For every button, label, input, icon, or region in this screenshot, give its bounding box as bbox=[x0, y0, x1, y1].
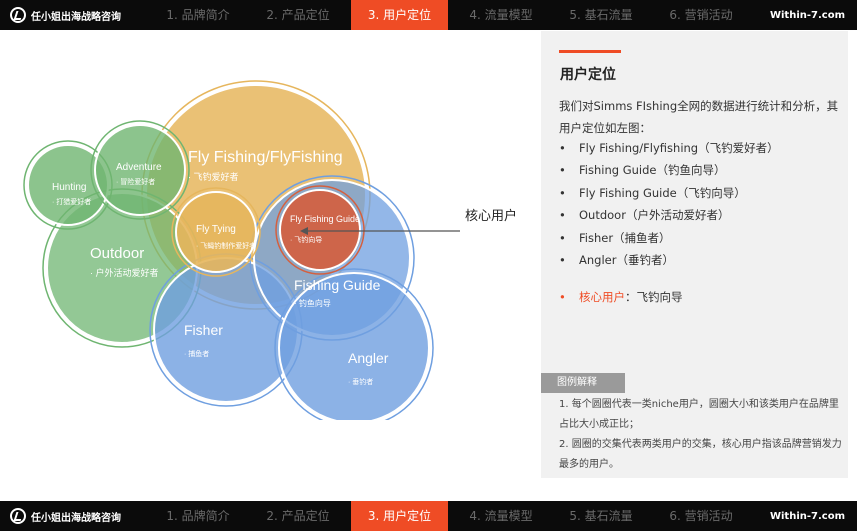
site-link[interactable]: Within-7.com bbox=[769, 510, 845, 522]
tab-traffic-model[interactable]: 4. 流量模型 bbox=[469, 8, 533, 22]
sublabel-fisher: · 捕鱼者 bbox=[184, 349, 209, 358]
legend-line-2: 2. 圆圈的交集代表两类用户的交集，核心用户指该品牌营销发力最多的用户。 bbox=[559, 439, 842, 470]
label-angler: Angler bbox=[348, 350, 389, 366]
sublabel-adventure: · 冒险爱好者 bbox=[116, 177, 155, 186]
brand-name: 任小姐出海战略咨询 bbox=[31, 512, 121, 524]
title-accent-bar bbox=[559, 50, 621, 53]
bottom-nav-bar: 任小姐出海战略咨询 1. 品牌简介 2. 产品定位 3. 用户定位 4. 流量模… bbox=[0, 501, 857, 531]
label-fisher: Fisher bbox=[184, 322, 223, 338]
legend-tag: 图例解释 bbox=[541, 373, 625, 393]
sublabel-angler: · 垂钓者 bbox=[348, 377, 373, 386]
core-user-value: ：飞钓向导 bbox=[625, 290, 683, 304]
list-item: Outdoor（户外活动爱好者） bbox=[559, 204, 779, 226]
label-fly-tying: Fly Tying bbox=[196, 224, 236, 235]
tab-product-positioning[interactable]: 2. 产品定位 bbox=[266, 509, 330, 523]
tab-traffic-model[interactable]: 4. 流量模型 bbox=[469, 509, 533, 523]
tab-marketing-campaign[interactable]: 6. 营销活动 bbox=[669, 8, 733, 22]
bullet-icon: • bbox=[559, 290, 566, 304]
tab-brand-intro[interactable]: 1. 品牌简介 bbox=[166, 509, 230, 523]
core-user-key: 核心用户 bbox=[579, 290, 625, 304]
tab-marketing-campaign[interactable]: 6. 营销活动 bbox=[669, 509, 733, 523]
list-item: Fly Fishing Guide（飞钓向导） bbox=[559, 182, 779, 204]
tab-product-positioning[interactable]: 2. 产品定位 bbox=[266, 8, 330, 22]
top-nav-bar: 任小姐出海战略咨询 1. 品牌简介 2. 产品定位 3. 用户定位 4. 流量模… bbox=[0, 0, 857, 30]
legend-text: 1. 每个圆圈代表一类niche用户，圆圈大小和该类用户在品牌里占比大小成正比；… bbox=[559, 395, 843, 475]
circle-angler bbox=[278, 272, 430, 420]
circle-fly-fishing-guide-ring bbox=[275, 185, 365, 275]
sublabel-fly-fishing-guide: · 飞钓向导 bbox=[290, 235, 322, 244]
circle-adventure-ring bbox=[90, 120, 190, 220]
label-outdoor: Outdoor bbox=[90, 245, 144, 262]
section-tabs: 1. 品牌简介 2. 产品定位 3. 用户定位 4. 流量模型 5. 基石流量 … bbox=[148, 0, 751, 30]
circle-fly-tying bbox=[175, 191, 257, 273]
brand[interactable]: 任小姐出海战略咨询 bbox=[0, 501, 148, 531]
list-item: Fisher（捕鱼者） bbox=[559, 227, 779, 249]
sublabel-fly-tying: · 飞蝇钓制作爱好者 bbox=[196, 241, 256, 250]
sublabel-outdoor: · 户外活动爱好者 bbox=[90, 267, 159, 278]
label-fishing-guide: Fishing Guide bbox=[294, 277, 381, 293]
circle-fly-fishing-guide bbox=[279, 189, 361, 271]
label-adventure: Adventure bbox=[116, 162, 162, 173]
tab-base-traffic[interactable]: 5. 基石流量 bbox=[569, 509, 633, 523]
panel-description: 我们对Simms FIshing全网的数据进行统计和分析，其用户定位如左图： bbox=[559, 99, 839, 135]
label-fly-fishing: Fly Fishing/FlyFishing bbox=[188, 149, 343, 166]
label-hunting: Hunting bbox=[52, 182, 86, 193]
circle-fly-tying-ring bbox=[171, 187, 261, 277]
brand-name: 任小姐出海战略咨询 bbox=[31, 11, 121, 23]
circle-angler-ring bbox=[274, 268, 434, 420]
tab-base-traffic[interactable]: 5. 基石流量 bbox=[569, 8, 633, 22]
core-user-label: 核心用户 bbox=[465, 209, 518, 224]
tab-user-positioning[interactable]: 3. 用户定位 bbox=[351, 501, 448, 531]
tab-brand-intro[interactable]: 1. 品牌简介 bbox=[166, 8, 230, 22]
legend-line-1: 1. 每个圆圈代表一类niche用户，圆圈大小和该类用户在品牌里占比大小成正比； bbox=[559, 399, 839, 430]
brand-logo-icon bbox=[10, 508, 26, 524]
section-tabs: 1. 品牌简介 2. 产品定位 3. 用户定位 4. 流量模型 5. 基石流量 … bbox=[148, 501, 751, 531]
brand[interactable]: 任小姐出海战略咨询 bbox=[0, 0, 148, 30]
list-item: Fishing Guide（钓鱼向导） bbox=[559, 159, 779, 181]
user-venn-diagram: Fly Fishing/FlyFishing · 飞钓爱好者 Adventure… bbox=[23, 80, 434, 420]
user-type-list: Fly Fishing/Flyfishing（飞钓爱好者） Fishing Gu… bbox=[559, 137, 779, 271]
label-fly-fishing-guide: Fly Fishing Guide bbox=[290, 214, 360, 224]
core-user-row: • 核心用户：飞钓向导 bbox=[559, 289, 683, 305]
description-panel: 用户定位 我们对Simms FIshing全网的数据进行统计和分析，其用户定位如… bbox=[541, 31, 848, 478]
sublabel-fly-fishing: · 飞钓爱好者 bbox=[188, 171, 239, 182]
list-item: Fly Fishing/Flyfishing（飞钓爱好者） bbox=[559, 137, 779, 159]
panel-title: 用户定位 bbox=[560, 67, 616, 83]
list-item: Angler（垂钓者） bbox=[559, 249, 779, 271]
tab-user-positioning[interactable]: 3. 用户定位 bbox=[351, 0, 448, 30]
sublabel-hunting: · 打猎爱好者 bbox=[52, 197, 91, 206]
brand-logo-icon bbox=[10, 7, 26, 23]
site-link[interactable]: Within-7.com bbox=[769, 9, 845, 21]
circle-adventure bbox=[94, 124, 186, 216]
sublabel-fishing-guide: · 钓鱼向导 bbox=[294, 298, 331, 308]
